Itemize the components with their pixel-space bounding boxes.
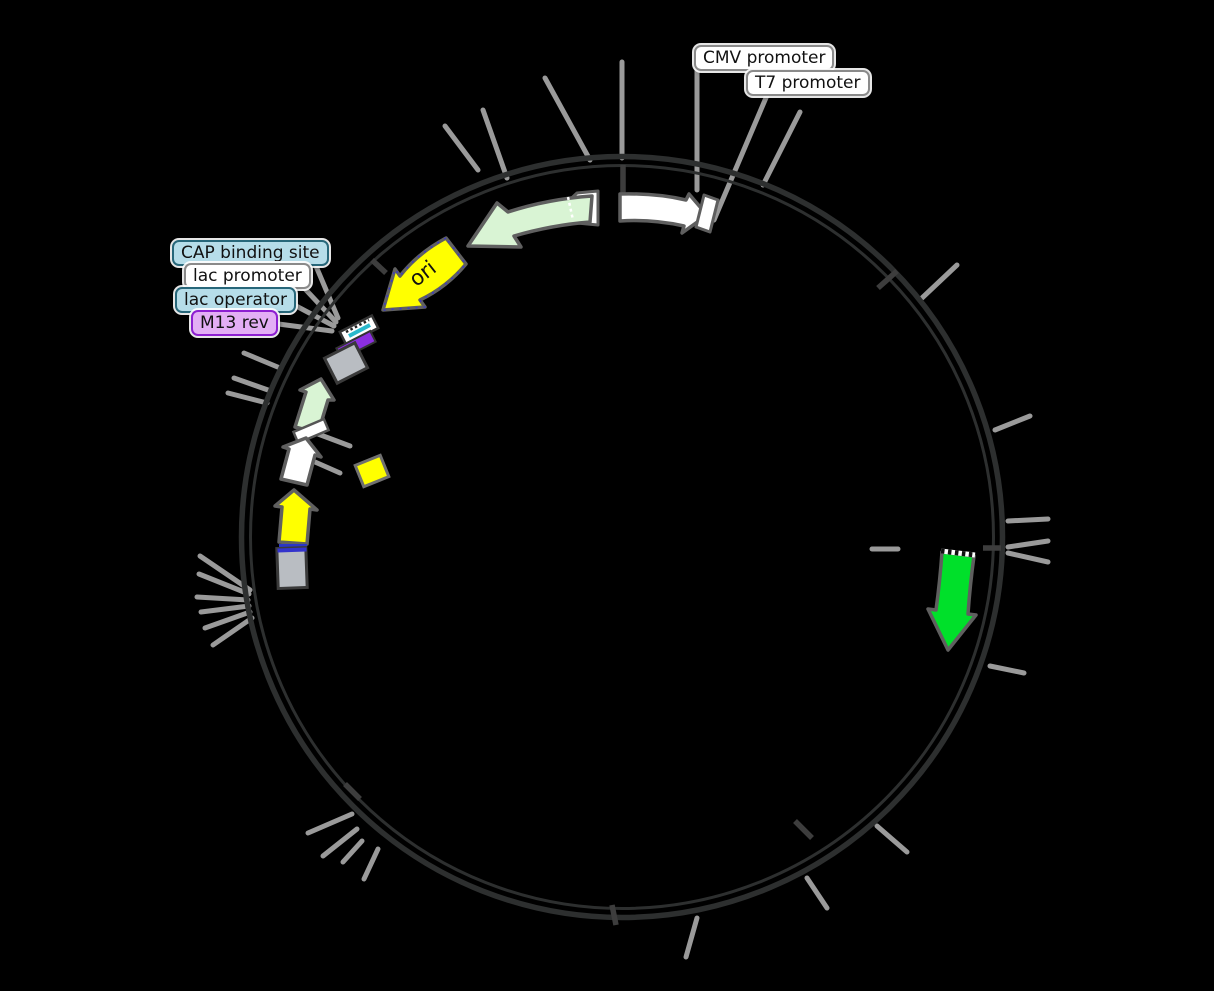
callout-line [480,107,510,181]
ori-arrow-dots[interactable] [382,237,467,311]
callout-line [194,594,251,603]
gray-box-left-blue-top[interactable] [277,547,307,553]
callout-line [340,838,365,865]
pale-green-arrow-top[interactable] [466,194,594,249]
callout-line [305,811,355,836]
green-arrow-right-checker-black [940,548,976,558]
callout-line [442,123,481,173]
callout-line [1005,516,1051,524]
white-arrow-left[interactable] [279,436,323,487]
callout-line [874,823,910,855]
plasmid-ring-inner [249,164,995,910]
position-tick [876,268,899,291]
plasmid-ring-outer [238,153,1006,921]
callout-line [241,350,283,371]
position-tick [609,904,619,926]
callout-line [312,459,343,476]
callout-line [542,75,593,163]
label-callout-line [711,90,771,223]
callout-line [804,875,830,911]
label-lac-operator[interactable]: lac operator [175,287,297,313]
callout-line [210,615,255,648]
yellow-box-small[interactable] [353,453,391,489]
blue-bar[interactable] [279,544,307,548]
callout-line [1005,550,1051,565]
callout-line [202,609,253,631]
green-arrow-right[interactable] [926,550,978,652]
callout-line [198,603,252,615]
pale-green-arrow-top-dotted-edge [566,196,575,221]
callout-line [196,571,252,597]
position-tick [793,819,814,840]
position-tick [370,257,388,276]
striped-bar-cyan [348,323,371,338]
callout-line [987,663,1027,676]
gray-box-left[interactable] [275,545,309,591]
callout-line [683,915,700,960]
white-parallelogram[interactable] [291,417,331,445]
callout-line [315,431,353,449]
yellow-arrow-left[interactable] [273,488,319,546]
label-m13-rev[interactable]: M13 rev [191,310,278,336]
callout-line [197,553,253,593]
gray-box-stack[interactable] [322,340,370,386]
label-cmv-promoter[interactable]: CMV promoter [694,45,835,71]
callout-line [225,390,270,406]
callout-line [231,375,271,393]
callout-line [1005,538,1051,550]
label-t7-promoter[interactable]: T7 promoter [746,70,870,96]
callout-line [992,413,1033,433]
callout-line [919,262,960,301]
position-tick [343,782,362,801]
callout-line [320,826,360,859]
label-lac-promoter[interactable]: lac promoter [184,263,311,289]
callout-line [361,846,381,882]
t7-promoter-box[interactable] [694,193,720,234]
callout-line [760,109,803,188]
cmv-promoter-arrow[interactable] [618,192,709,235]
striped-bar-dashes [345,318,370,334]
